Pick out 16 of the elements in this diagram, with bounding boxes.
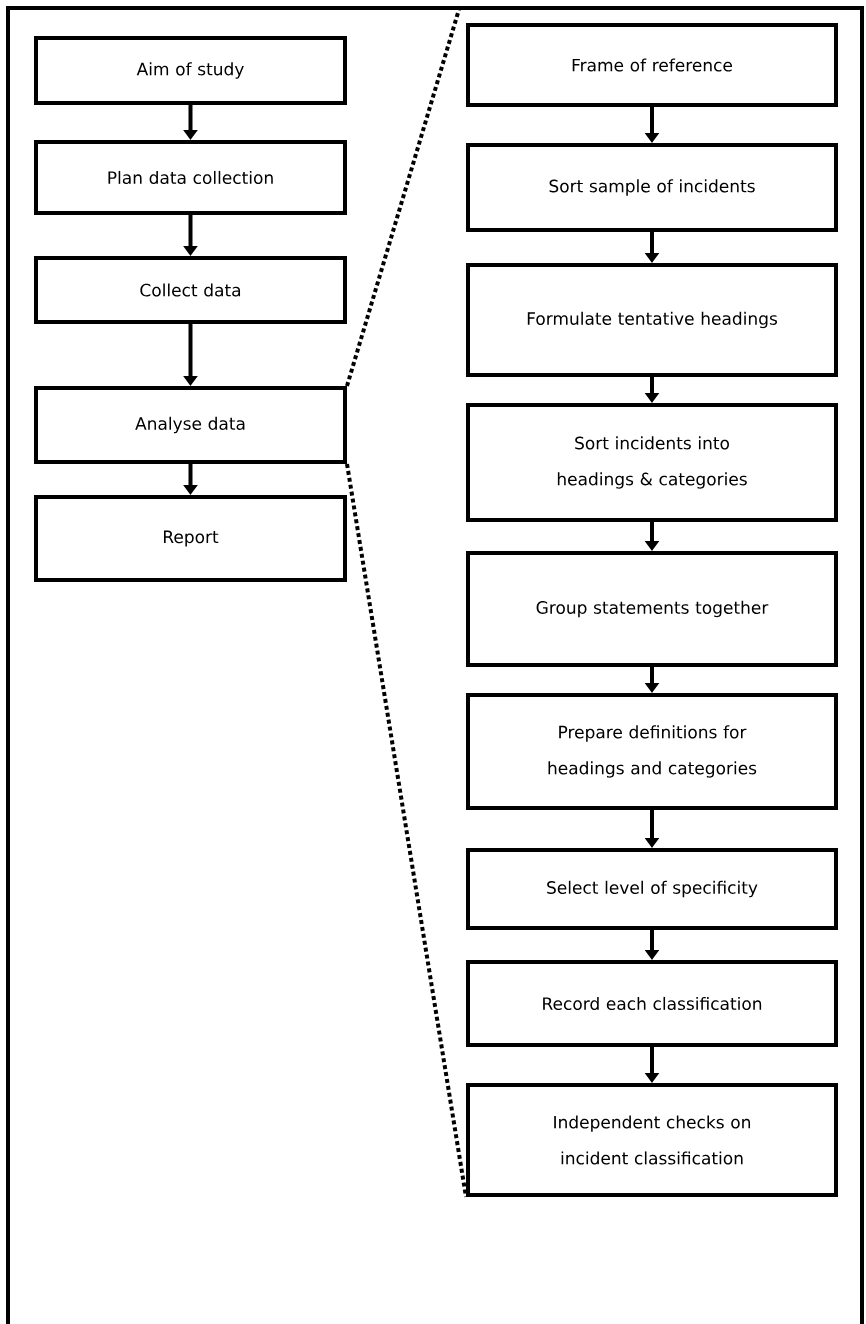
- process-box: Prepare definitions for headings and categories: [466, 693, 838, 810]
- process-box: Sort sample of incidents: [466, 143, 838, 232]
- process-box: Aim of study: [34, 36, 347, 105]
- process-box: Plan data collection: [34, 140, 347, 215]
- zoom-line: [345, 5, 462, 387]
- process-box: Sort incidents into headings & categories: [466, 403, 838, 522]
- process-box: Report: [34, 495, 347, 582]
- process-box: Independent checks on incident classification: [466, 1083, 838, 1197]
- process-box: Formulate tentative headings: [466, 263, 838, 377]
- process-box: Select level of specificity: [466, 848, 838, 930]
- process-box: Record each classification: [466, 960, 838, 1047]
- process-box: Group statements together: [466, 551, 838, 667]
- process-box: Collect data: [34, 256, 347, 324]
- process-box: Frame of reference: [466, 23, 838, 107]
- zoom-line: [345, 463, 468, 1198]
- process-box: Analyse data: [34, 386, 347, 464]
